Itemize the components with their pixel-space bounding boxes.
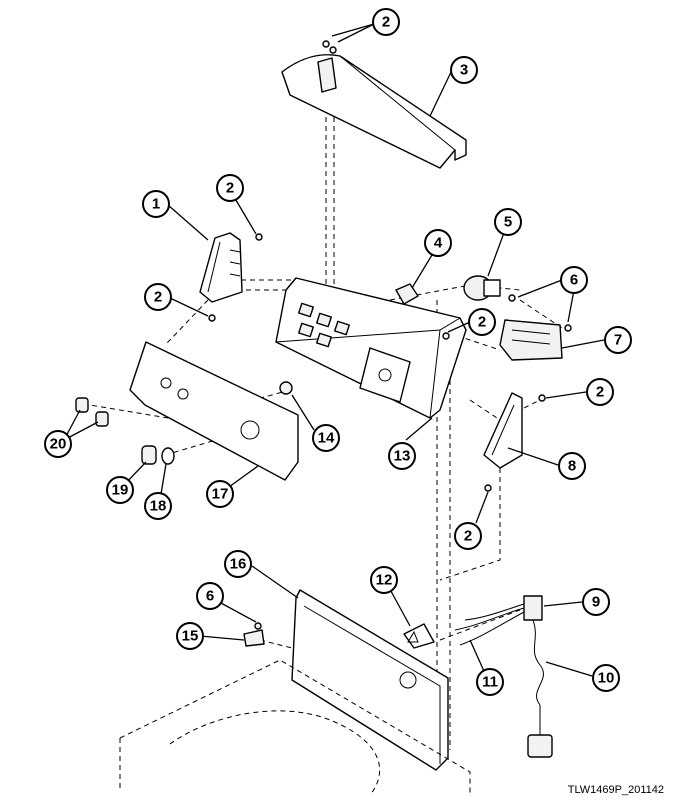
- part-bracket: [243, 629, 265, 647]
- callout-18: 18: [144, 492, 172, 520]
- svg-text:13: 13: [394, 448, 411, 465]
- svg-text:11: 11: [482, 674, 498, 691]
- part-switch: [395, 283, 419, 305]
- part-control-console: [275, 277, 467, 419]
- screws: [208, 40, 572, 630]
- callout-19: 19: [106, 476, 134, 504]
- svg-text:2: 2: [226, 180, 234, 197]
- part-timer: [499, 319, 563, 361]
- callout-7: 7: [604, 326, 632, 354]
- part-left-end-cap: [199, 232, 243, 303]
- callout-3: 3: [450, 56, 478, 84]
- svg-text:17: 17: [212, 486, 229, 503]
- callout-1: 1: [142, 190, 170, 218]
- svg-text:7: 7: [614, 332, 622, 349]
- callout-2c: 2: [144, 283, 172, 311]
- svg-text:9: 9: [592, 594, 600, 611]
- callout-5: 5: [494, 208, 522, 236]
- part-top-trim: [281, 54, 467, 169]
- callout-10: 10: [592, 664, 620, 692]
- part-knobs-buttons: [75, 381, 293, 465]
- svg-text:2: 2: [382, 14, 390, 31]
- svg-text:20: 20: [50, 436, 67, 453]
- svg-text:12: 12: [376, 572, 393, 589]
- callout-17: 17: [206, 480, 234, 508]
- callout-8: 8: [558, 452, 586, 480]
- callout-2a: 2: [372, 8, 400, 36]
- callout-6b: 6: [196, 582, 224, 610]
- part-selector-switch: [463, 275, 501, 301]
- part-warning-label: [403, 623, 435, 649]
- svg-text:2: 2: [596, 384, 604, 401]
- svg-text:6: 6: [570, 272, 578, 289]
- svg-text:18: 18: [150, 498, 167, 515]
- callout-2d: 2: [468, 308, 496, 336]
- callout-20: 20: [44, 430, 72, 458]
- svg-text:6: 6: [206, 588, 214, 605]
- svg-text:10: 10: [598, 670, 615, 687]
- part-front-panel: [129, 341, 299, 481]
- callout-11: 11: [476, 668, 504, 696]
- svg-text:1: 1: [152, 196, 160, 213]
- callout-2b: 2: [216, 174, 244, 202]
- svg-text:8: 8: [568, 458, 576, 475]
- callout-16: 16: [224, 550, 252, 578]
- svg-text:2: 2: [478, 314, 486, 331]
- callout-4: 4: [424, 229, 452, 257]
- part-rear-panel: [291, 589, 449, 771]
- svg-text:16: 16: [230, 556, 247, 573]
- callout-6a: 6: [560, 266, 588, 294]
- svg-text:14: 14: [318, 430, 335, 447]
- svg-text:15: 15: [182, 628, 199, 645]
- leader-lines: [63, 23, 605, 681]
- part-right-end-cap: [483, 392, 523, 469]
- svg-text:19: 19: [112, 482, 129, 499]
- drawing-reference-id: TLW1469P_201142: [567, 784, 664, 796]
- callout-15: 15: [176, 622, 204, 650]
- callout-2f: 2: [454, 522, 482, 550]
- callout-14: 14: [312, 424, 340, 452]
- svg-text:4: 4: [434, 235, 443, 252]
- callout-2e: 2: [586, 378, 614, 406]
- callout-13: 13: [388, 442, 416, 470]
- callout-9: 9: [582, 588, 610, 616]
- svg-text:2: 2: [464, 528, 472, 545]
- cabinet-top-outline: [119, 659, 471, 796]
- svg-text:5: 5: [504, 214, 512, 231]
- part-wire-harness: [454, 595, 543, 646]
- svg-text:2: 2: [154, 289, 162, 306]
- part-power-cord: [527, 619, 553, 758]
- svg-text:3: 3: [460, 62, 468, 79]
- callout-12: 12: [370, 566, 398, 594]
